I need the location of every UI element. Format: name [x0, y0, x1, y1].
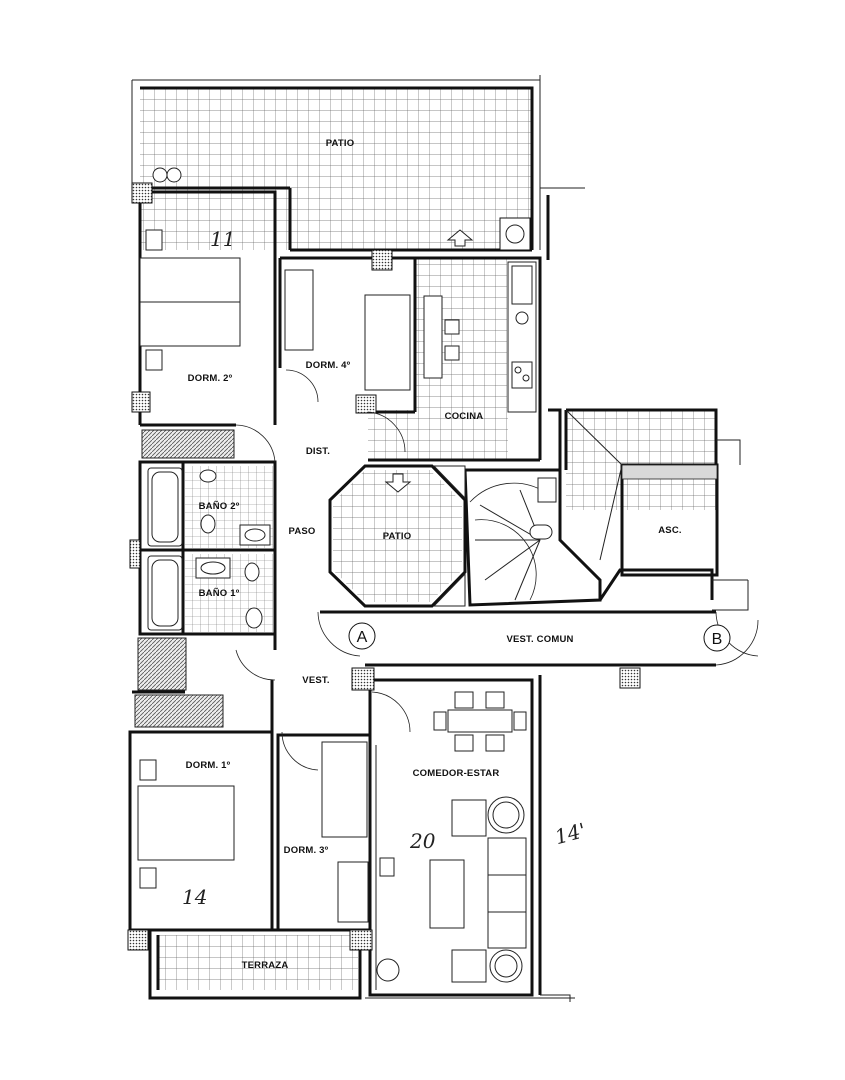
patio-center-tiles	[333, 470, 462, 602]
label-paso: PASO	[288, 526, 315, 537]
label-bano2: BAÑO 2º	[199, 501, 240, 512]
marker-a	[348, 622, 376, 650]
hatched-elements	[134, 429, 235, 728]
pillar	[349, 929, 373, 951]
room-labels: PATIO DORM. 2º DORM. 4º COCINA DIST. BAÑ…	[186, 138, 682, 971]
label-dist: DIST.	[306, 446, 330, 457]
marker-b-label: B	[712, 631, 723, 648]
pillars	[127, 182, 641, 951]
marker-a-label: A	[357, 629, 368, 646]
pillar	[355, 394, 377, 414]
pillar	[131, 391, 151, 413]
label-dorm1: DORM. 1º	[186, 760, 231, 771]
label-bano1: BAÑO 1º	[199, 588, 240, 599]
note-dorm2-area: 11	[210, 227, 235, 251]
marker-b	[703, 624, 731, 652]
label-patio-top: PATIO	[326, 138, 355, 149]
pillar	[371, 249, 393, 271]
note-dorm1-area: 14	[182, 885, 207, 909]
down-arrow-icon	[384, 473, 412, 493]
pillar	[131, 182, 153, 204]
up-arrow-icon	[446, 229, 474, 247]
tiled-floors	[140, 88, 716, 990]
pillar	[129, 539, 141, 569]
label-vest: VEST.	[302, 675, 329, 686]
label-dorm4: DORM. 4º	[306, 360, 351, 371]
pillar	[351, 667, 375, 691]
furniture	[137, 167, 537, 990]
label-terraza: TERRAZA	[242, 960, 289, 971]
door-swings	[235, 369, 759, 771]
label-asc: ASC.	[658, 525, 682, 536]
note-right: 14'	[552, 818, 588, 849]
note-comedor-area: 20	[409, 829, 436, 853]
label-patio-center: PATIO	[383, 531, 412, 542]
arrows	[384, 229, 474, 493]
label-dorm2: DORM. 2º	[188, 373, 233, 384]
label-vest-comun: VEST. COMUN	[506, 634, 573, 645]
label-comedor: COMEDOR-ESTAR	[413, 768, 500, 779]
label-cocina: COCINA	[445, 411, 484, 422]
pillar	[127, 929, 149, 951]
label-dorm3: DORM. 3º	[284, 845, 329, 856]
pillar	[619, 667, 641, 689]
terraza-tiles	[158, 935, 358, 990]
section-markers: A B	[348, 622, 731, 652]
